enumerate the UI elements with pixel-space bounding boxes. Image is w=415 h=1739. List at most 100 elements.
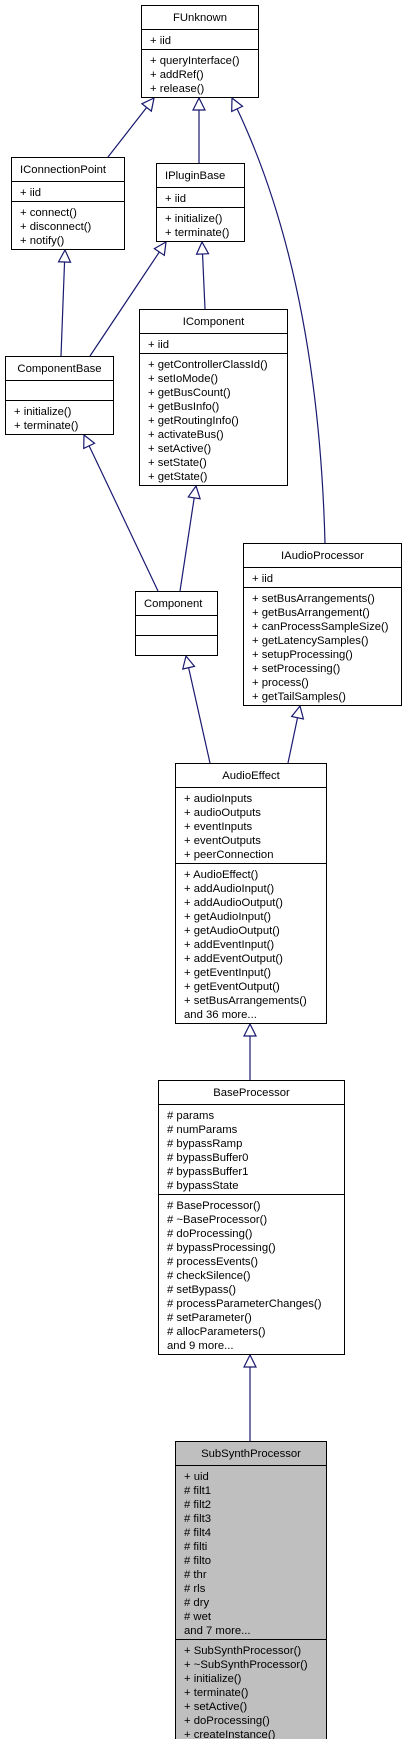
audioeffect-attribute: + eventInputs: [184, 821, 252, 833]
audioeffect-method: and 36 more...: [184, 1009, 257, 1021]
audioeffect-inherits-iaudioprocessor-edge: [287, 704, 305, 764]
iconnectionpoint-attribute: + iid: [20, 187, 41, 199]
baseprocessor-method: # setParameter(): [167, 1312, 252, 1324]
audioeffect-attribute: + audioOutputs: [184, 807, 261, 819]
subsynthprocessor-attribute: # dry: [184, 1597, 209, 1609]
audioeffect-method: + getAudioInput(): [184, 911, 271, 923]
subsynthprocessor-attribute: # filti: [184, 1541, 207, 1553]
subsynthprocessor-attribute: + uid: [184, 1471, 209, 1483]
icomponent-method: + getBusCount(): [148, 387, 231, 399]
icomponent-method: + setActive(): [148, 443, 211, 455]
inheritance-arrowhead: [195, 240, 210, 255]
ipluginbase-attribute: + iid: [165, 193, 186, 205]
iconnectionpoint-method: + disconnect(): [20, 221, 92, 233]
icomponent-method: + setState(): [148, 457, 207, 469]
iaudioprocessor-attribute: + iid: [252, 573, 273, 585]
audioeffect-method: + setBusArrangements(): [184, 995, 307, 1007]
audioeffect-method: + getAudioOutput(): [184, 925, 280, 937]
baseprocessor-method: # setBypass(): [167, 1284, 236, 1296]
subsynthprocessor-attribute: # filt3: [184, 1513, 211, 1525]
baseprocessor-attribute: # bypassBuffer0: [167, 1152, 248, 1164]
iaudioprocessor-method: + getBusArrangement(): [252, 607, 370, 619]
componentbase-inherits-ipluginbase-edge: [89, 240, 167, 357]
inheritance-arrowhead: [192, 96, 206, 111]
icomponent-method: + setIoMode(): [148, 373, 218, 385]
iaudioprocessor-title: IAudioProcessor: [281, 550, 364, 562]
baseprocessor-attribute: # bypassBuffer1: [167, 1166, 248, 1178]
subsynthprocessor-method: + terminate(): [184, 1687, 249, 1699]
component-inherits-icomponent-edge: [179, 484, 201, 592]
componentbase-class-box[interactable]: ComponentBase+ initialize()+ terminate(): [5, 356, 114, 435]
edges: [57, 96, 326, 1441]
inheritance-arrowhead: [153, 240, 167, 257]
ipluginbase-method: + terminate(): [165, 227, 230, 239]
baseprocessor-inherits-audioeffect-edge: [243, 1022, 257, 1080]
baseprocessor-box-frame: [158, 1080, 345, 1355]
baseprocessor-attribute: # params: [167, 1110, 214, 1122]
subsynthprocessor-method: + setActive(): [184, 1701, 247, 1713]
subsynthprocessor-inherits-baseprocessor-edge: [243, 1353, 257, 1441]
subsynthprocessor-method: + createInstance(): [184, 1729, 276, 1739]
icomponent-method: + getControllerClassId(): [148, 359, 268, 371]
subsynthprocessor-attribute: # rls: [184, 1583, 206, 1595]
subsynthprocessor-box-frame: [175, 1441, 327, 1739]
icomponent-class-box[interactable]: IComponent+ iid+ getControllerClassId()+…: [139, 309, 288, 486]
audioeffect-method: + addAudioInput(): [184, 883, 274, 895]
iaudioprocessor-box-frame: [243, 543, 402, 706]
funknown-class-box[interactable]: FUnknown+ iid+ queryInterface()+ addRef(…: [141, 5, 259, 98]
componentbase-method: + terminate(): [14, 420, 79, 432]
ipluginbase-inherits-funknown-edge: [192, 96, 206, 163]
audioeffect-method: + getEventInput(): [184, 967, 271, 979]
icomponent-box-frame: [139, 309, 288, 486]
audioeffect-method: + addEventOutput(): [184, 953, 283, 965]
subsynthprocessor-class-box[interactable]: SubSynthProcessor + uid # filt1 # filt2 # fi…: [175, 1441, 327, 1739]
iaudioprocessor-method: + setupProcessing(): [252, 649, 353, 661]
componentbase-title: ComponentBase: [17, 363, 101, 375]
subsynthprocessor-method: + doProcessing(): [184, 1715, 270, 1727]
iaudioprocessor-inherits-funknown-edge: [231, 96, 326, 544]
icomponent-method: + getBusInfo(): [148, 401, 220, 413]
iconnectionpoint-class-box[interactable]: IConnectionPoint+ iid+ connect()+ discon…: [11, 157, 125, 250]
inheritance-arrowhead: [290, 704, 305, 720]
baseprocessor-method: # processEvents(): [167, 1256, 258, 1268]
subsynthprocessor-attribute: # filt2: [184, 1499, 211, 1511]
subsynthprocessor-attribute: # filt4: [184, 1527, 211, 1539]
baseprocessor-method: and 9 more...: [167, 1340, 234, 1352]
iaudioprocessor-method: + setBusArrangements(): [252, 593, 375, 605]
component-title: Component: [144, 598, 203, 610]
baseprocessor-class-box[interactable]: BaseProcessor# params# numParams# bypass…: [158, 1080, 345, 1355]
component-inherits-componentbase-edge: [83, 433, 159, 592]
audioeffect-attribute: + audioInputs: [184, 793, 253, 805]
subsynthprocessor-attribute: # wet: [184, 1611, 212, 1623]
iaudioprocessor-class-box[interactable]: IAudioProcessor + iid + setBusArrangements…: [243, 543, 402, 706]
iaudioprocessor-method: + getLatencySamples(): [252, 635, 369, 647]
audioeffect-attribute: + peerConnection: [184, 849, 274, 861]
component-box-frame: [135, 591, 218, 656]
audioeffect-method: + addAudioOutput(): [184, 897, 283, 909]
iconnectionpoint-method: + connect(): [20, 207, 77, 219]
funknown-title: FUnknown: [173, 12, 227, 24]
ipluginbase-method: + initialize(): [165, 213, 223, 225]
inheritance-arrowhead: [83, 433, 96, 450]
inheritance-arrowhead: [231, 96, 244, 113]
inheritance-arrowhead: [181, 654, 196, 670]
componentbase-inherits-iconnectionpoint-edge: [57, 248, 72, 357]
subsynthprocessor-method: + SubSynthProcessor(): [184, 1645, 301, 1657]
audioeffect-class-box[interactable]: AudioEffect+ audioInputs+ audioOutputs+ …: [175, 763, 327, 1024]
component-class-box[interactable]: Component: [135, 591, 218, 656]
inheritance-arrowhead: [243, 1022, 257, 1037]
inheritance-arrowhead: [57, 248, 72, 263]
audioeffect-box-frame: [175, 763, 327, 1024]
subsynthprocessor-title: SubSynthProcessor: [201, 1448, 301, 1460]
subsynthprocessor-attribute: # filt1: [184, 1485, 211, 1497]
baseprocessor-title: BaseProcessor: [213, 1087, 290, 1099]
subsynthprocessor-method: + initialize(): [184, 1673, 242, 1685]
inheritance-arrowhead: [140, 96, 155, 113]
inheritance-arrowhead: [243, 1353, 257, 1368]
iaudioprocessor-method: + getTailSamples(): [252, 691, 346, 703]
baseprocessor-attribute: # bypassState: [167, 1180, 239, 1192]
ipluginbase-class-box[interactable]: IPluginBase + iid + initialize() + terminat…: [156, 163, 245, 242]
inheritance-arrowhead: [187, 484, 201, 500]
audioeffect-method: + AudioEffect(): [184, 869, 258, 881]
ipluginbase-title: IPluginBase: [165, 170, 225, 182]
